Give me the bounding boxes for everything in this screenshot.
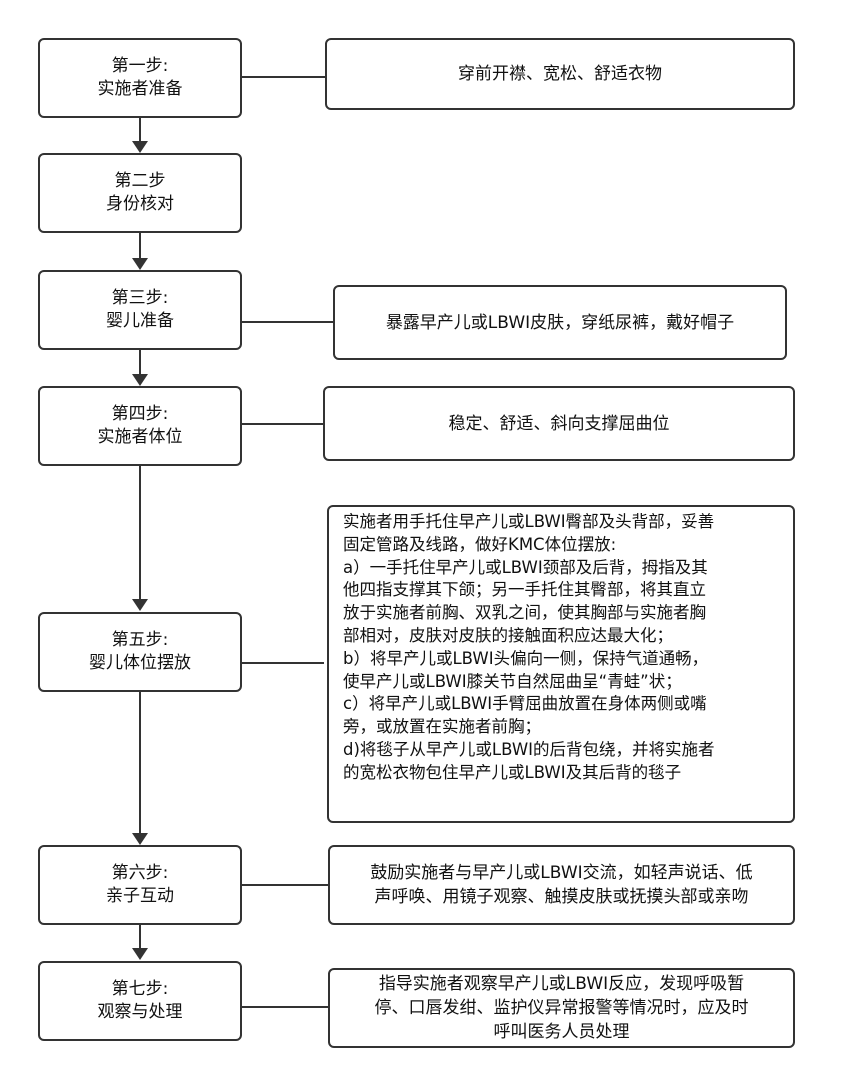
step-1-note: 穿前开襟、宽松、舒适衣物 — [325, 38, 795, 110]
step-6-note: 鼓励实施者与早产儿或LBWI交流，如轻声说话、低 声呼唤、用镜子观察、触摸皮肤或… — [328, 845, 795, 925]
note-line: 部相对，皮肤对皮肤的接触面积应达最大化； — [343, 625, 673, 645]
step-name: 观察与处理 — [97, 1002, 183, 1022]
connector — [242, 76, 326, 78]
connector — [242, 884, 329, 886]
step-title: 第三步: — [111, 288, 169, 308]
step-3-box: 第三步: 婴儿准备 — [38, 270, 242, 350]
note-line: 停、口唇发绀、监护仪异常报警等情况时，应及时 — [374, 998, 749, 1018]
connector — [139, 466, 141, 600]
note-line: 使早产儿或LBWI膝关节自然屈曲呈“青蛙”状； — [343, 671, 682, 691]
note-line: 暴露早产儿或LBWI皮肤，穿纸尿裤，戴好帽子 — [385, 312, 735, 333]
step-title: 第七步: — [111, 979, 169, 999]
connector — [242, 423, 324, 425]
step-name: 亲子互动 — [106, 886, 174, 906]
note-line: 旁，或放置在实施者前胸； — [343, 717, 541, 737]
connector — [139, 923, 141, 949]
step-1-box: 第一步: 实施者准备 — [38, 38, 242, 118]
step-7-note: 指导实施者观察早产儿或LBWI反应，发现呼吸暂 停、口唇发绀、监护仪异常报警等情… — [328, 968, 795, 1048]
note-line: 指导实施者观察早产儿或LBWI反应，发现呼吸暂 — [378, 974, 745, 994]
step-name: 实施者体位 — [97, 427, 183, 447]
note-line: d)将毯子从早产儿或LBWI的后背包绕，并将实施者 — [343, 739, 715, 759]
connector — [242, 1006, 329, 1008]
arrow-down-icon — [132, 141, 148, 153]
step-title: 第四步: — [111, 404, 169, 424]
step-name: 婴儿准备 — [106, 311, 174, 331]
note-line: 的宽松衣物包住早产儿或LBWI及其后背的毯子 — [343, 762, 682, 782]
step-name: 身份核对 — [106, 194, 174, 214]
note-line: 穿前开襟、宽松、舒适衣物 — [458, 64, 662, 84]
note-line: 他四指支撑其下颌；另一手托住其臀部，将其直立 — [343, 580, 706, 600]
connector — [139, 350, 141, 375]
arrow-down-icon — [132, 374, 148, 386]
note-line: c）将早产儿或LBWI手臂屈曲放置在身体两侧或嘴 — [343, 694, 707, 714]
step-title: 第五步: — [111, 630, 169, 650]
note-line: 固定管路及线路，做好KMC体位摆放: — [343, 534, 617, 554]
note-line: 放于实施者前胸、双乳之间，使其胸部与实施者胸 — [343, 603, 706, 623]
arrow-down-icon — [132, 599, 148, 611]
arrow-down-icon — [132, 948, 148, 960]
connector — [242, 662, 324, 664]
step-name: 实施者准备 — [97, 79, 183, 99]
step-5-box: 第五步: 婴儿体位摆放 — [38, 612, 242, 692]
step-6-box: 第六步: 亲子互动 — [38, 845, 242, 925]
note-line: 鼓励实施者与早产儿或LBWI交流，如轻声说话、低 — [370, 863, 753, 883]
note-line: 声呼唤、用镜子观察、触摸皮肤或抚摸头部或亲吻 — [374, 887, 749, 907]
note-line: a）一手托住早产儿或LBWI颈部及后背，拇指及其 — [343, 557, 708, 577]
note-line: 呼叫医务人员处理 — [493, 1022, 630, 1042]
step-4-box: 第四步: 实施者体位 — [38, 386, 242, 466]
step-3-note: 暴露早产儿或LBWI皮肤，穿纸尿裤，戴好帽子 — [333, 285, 787, 360]
step-7-box: 第七步: 观察与处理 — [38, 961, 242, 1041]
step-name: 婴儿体位摆放 — [89, 653, 191, 673]
step-title: 第二步 — [114, 171, 166, 191]
step-title: 第一步: — [111, 56, 169, 76]
connector — [139, 692, 141, 834]
arrow-down-icon — [132, 258, 148, 270]
connector — [139, 118, 141, 142]
note-line: 稳定、舒适、斜向支撑屈曲位 — [448, 413, 670, 434]
connector — [139, 233, 141, 259]
step-4-note: 稳定、舒适、斜向支撑屈曲位 — [323, 386, 795, 461]
note-line: 实施者用手托住早产儿或LBWI臀部及头背部，妥善 — [343, 512, 715, 531]
arrow-down-icon — [132, 833, 148, 845]
step-5-note: 实施者用手托住早产儿或LBWI臀部及头背部，妥善 固定管路及线路，做好KMC体位… — [327, 505, 795, 823]
note-line: b）将早产儿或LBWI头偏向一侧，保持气道通畅， — [343, 648, 709, 668]
step-2-box: 第二步 身份核对 — [38, 153, 242, 233]
connector — [242, 321, 334, 323]
step-title: 第六步: — [111, 863, 169, 883]
